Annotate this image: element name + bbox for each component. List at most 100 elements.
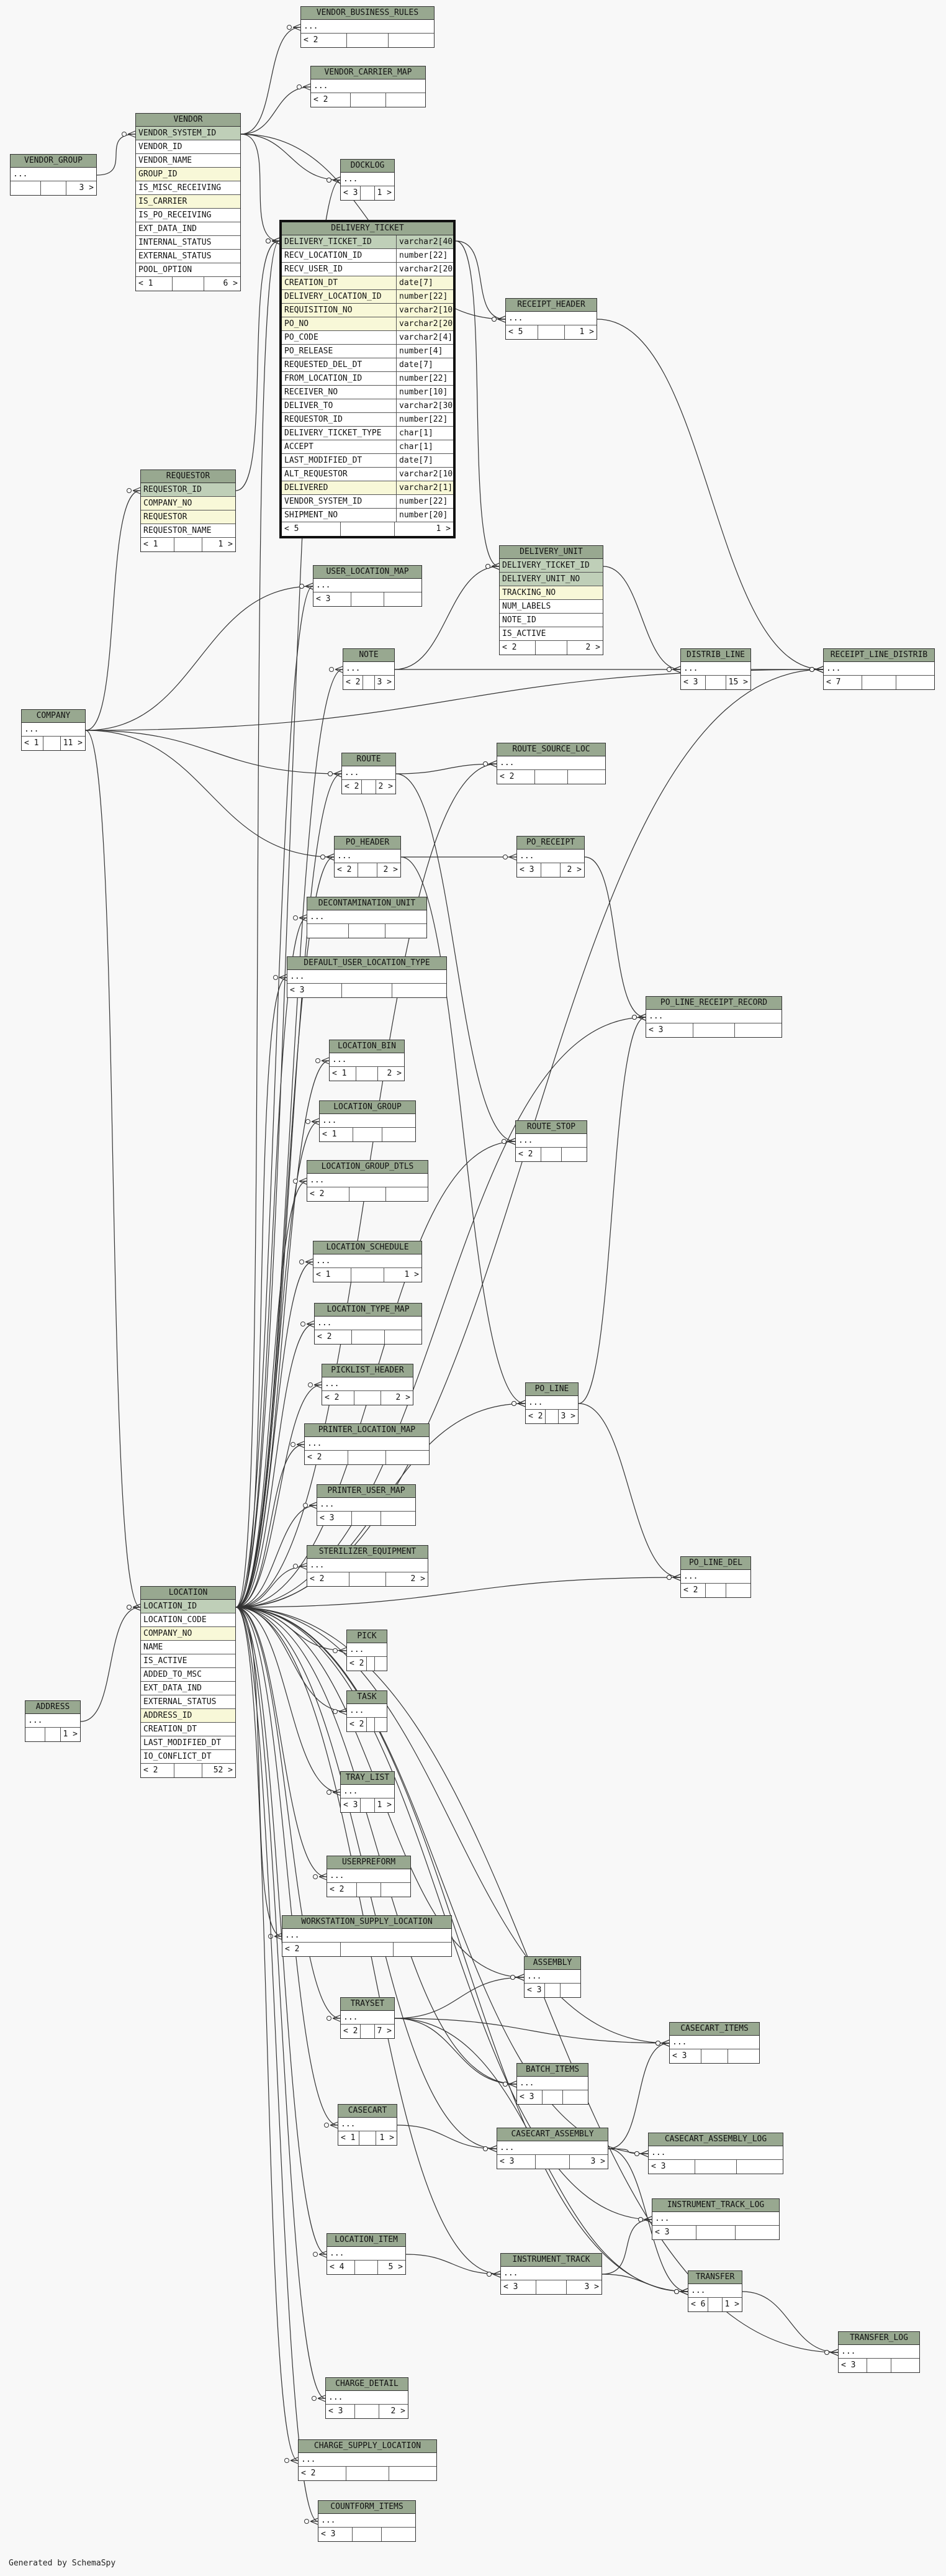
table-route-source-loc[interactable]: ROUTE_SOURCE_LOC...< 2 <box>497 743 606 784</box>
child-count: 1 > <box>384 1268 421 1282</box>
parent-count: < 3 <box>649 1025 664 1035</box>
table-row: DELIVERY_TICKET_ID <box>500 559 603 573</box>
table-vendor-business-rules[interactable]: VENDOR_BUSINESS_RULES...< 2 <box>300 6 435 48</box>
table-assembly[interactable]: ASSEMBLY...< 3 <box>524 1956 581 1998</box>
column-name: ... <box>320 1500 335 1509</box>
footer-spacer <box>346 34 387 47</box>
table-row: LOCATION_ID <box>141 1600 235 1613</box>
table-charge-supply-location[interactable]: CHARGE_SUPPLY_LOCATION...< 2 <box>298 2439 437 2481</box>
child-count: 2 > <box>560 863 584 877</box>
footer-spacer <box>351 1268 384 1282</box>
table-title: CASECART_ASSEMBLY_LOG <box>649 2133 783 2146</box>
table-countform-items[interactable]: COUNTFORM_ITEMS...< 3 <box>318 2500 416 2542</box>
table-workstation-supply-location[interactable]: WORKSTATION_SUPPLY_LOCATION...< 2 <box>282 1915 452 1957</box>
table-location-group[interactable]: LOCATION_GROUP...< 1 <box>319 1100 416 1142</box>
table-po-line-del[interactable]: PO_LINE_DEL...< 2 <box>680 1556 751 1598</box>
table-casecart-assembly-log[interactable]: CASECART_ASSEMBLY_LOG...< 3 <box>648 2133 783 2174</box>
column-name: REQUESTOR <box>143 512 187 522</box>
table-footer: < 2 <box>516 1148 587 1161</box>
table-instrument-track-log[interactable]: INSTRUMENT_TRACK_LOG...< 3 <box>652 2198 780 2240</box>
table-default-user-location-type[interactable]: DEFAULT_USER_LOCATION_TYPE...< 3 <box>287 956 447 998</box>
child-count <box>895 676 934 689</box>
table-receipt-line-distrib[interactable]: RECEIPT_LINE_DISTRIB...< 7 <box>823 648 935 690</box>
table-location-group-dtls[interactable]: LOCATION_GROUP_DTLS...< 2 <box>307 1160 428 1202</box>
table-task[interactable]: TASK...< 2 <box>346 1690 387 1732</box>
column-name: ... <box>290 972 305 981</box>
column-type: number[4] <box>396 345 453 358</box>
footer-spacer <box>360 1798 374 1812</box>
table-printer-user-map[interactable]: PRINTER_USER_MAP...< 3 <box>317 1484 416 1526</box>
footer-spacer <box>705 1584 725 1597</box>
child-count: 2 > <box>385 1572 428 1586</box>
table-vendor-group[interactable]: VENDOR_GROUP...3 > <box>10 154 97 196</box>
table-route-stop[interactable]: ROUTE_STOP...< 2 <box>515 1120 587 1162</box>
parent-count: < 2 <box>343 2026 358 2036</box>
table-row: ... <box>525 1970 580 1984</box>
child-count: 6 > <box>204 277 240 291</box>
table-row: ... <box>311 79 425 93</box>
table-casecart-items[interactable]: CASECART_ITEMS...< 3 <box>669 2022 760 2064</box>
table-batch-items[interactable]: BATCH_ITEMS...< 3 <box>516 2063 588 2105</box>
table-footer: < 1 <box>320 1128 415 1141</box>
parent-count: < 3 <box>520 865 534 874</box>
child-count <box>387 34 434 47</box>
column-name: ... <box>520 2079 534 2088</box>
child-count <box>736 2160 783 2174</box>
table-footer: < 3 <box>313 592 421 606</box>
parent-count: < 1 <box>332 1069 347 1078</box>
table-printer-location-map[interactable]: PRINTER_LOCATION_MAP...< 2 <box>304 1423 430 1465</box>
column-name: IO_CONFLICT_DT <box>143 1752 212 1761</box>
table-userpreform[interactable]: USERPREFORM...< 2 <box>327 1856 411 1897</box>
column-name: LOCATION_ID <box>143 1602 197 1611</box>
footer-spacer <box>352 2528 381 2541</box>
table-transfer-log[interactable]: TRANSFER_LOG...< 3 <box>838 2331 920 2373</box>
parent-count: < 3 <box>841 2361 856 2370</box>
table-title: PO_LINE <box>526 1383 578 1396</box>
table-location-type-map[interactable]: LOCATION_TYPE_MAP...< 2 <box>314 1303 422 1345</box>
parent-count: < 3 <box>683 678 698 687</box>
table-footer: 1 > <box>25 1728 80 1741</box>
table-decontamination-unit[interactable]: DECONTAMINATION_UNIT... <box>307 897 427 938</box>
table-footer: < 2 <box>299 2467 436 2480</box>
table-footer: < 3 2 > <box>517 863 584 877</box>
table-title: TASK <box>347 1691 387 1704</box>
table-vendor-carrier-map[interactable]: VENDOR_CARRIER_MAP...< 2 <box>310 66 426 107</box>
column-name: ... <box>330 1871 345 1880</box>
table-po-line-receipt-record[interactable]: PO_LINE_RECEIPT_RECORD...< 3 <box>646 996 782 1038</box>
column-name: VENDOR_SYSTEM_ID <box>138 129 217 138</box>
table-address[interactable]: ADDRESS...1 > <box>25 1700 81 1742</box>
table-title: USERPREFORM <box>327 1856 410 1869</box>
footer-spacer <box>862 676 895 689</box>
table-pick[interactable]: PICK...< 2 <box>346 1630 387 1671</box>
table-user-location-map[interactable]: USER_LOCATION_MAP...< 3 <box>313 565 422 607</box>
